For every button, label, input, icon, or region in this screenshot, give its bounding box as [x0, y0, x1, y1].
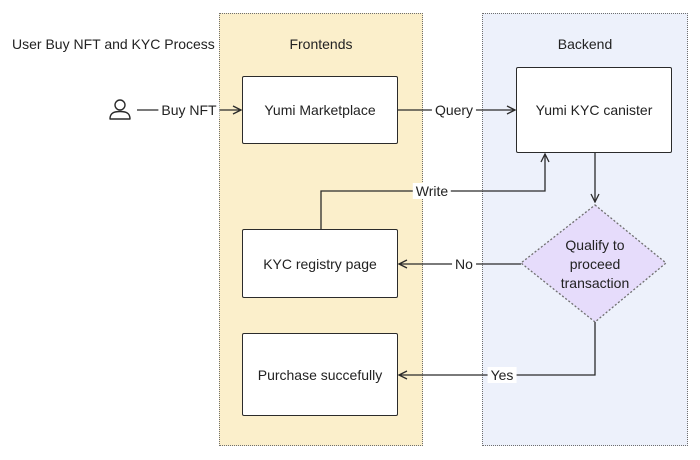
kyc-registry-page-node[interactable]: KYC registry page — [242, 229, 398, 298]
write-label: Write — [412, 183, 452, 199]
decision-label: Qualify to proceed transaction — [560, 237, 630, 291]
diagram-title: User Buy NFT and KYC Process — [12, 36, 215, 52]
frontends-lane-title: Frontends — [289, 36, 353, 52]
no-label: No — [452, 256, 476, 272]
yumi-kyc-canister-node[interactable]: Yumi KYC canister — [516, 67, 672, 153]
yes-connector — [399, 322, 596, 375]
user-icon — [109, 99, 131, 120]
query-label: Query — [431, 102, 477, 118]
buy-nft-label: Buy NFT — [158, 102, 220, 118]
purchase-succefully-node[interactable]: Purchase succefully — [242, 333, 398, 416]
decision-diamond — [519, 204, 668, 323]
yes-label: Yes — [487, 367, 517, 383]
yumi-marketplace-node[interactable]: Yumi Marketplace — [242, 76, 398, 144]
backend-lane-title: Backend — [557, 36, 613, 52]
